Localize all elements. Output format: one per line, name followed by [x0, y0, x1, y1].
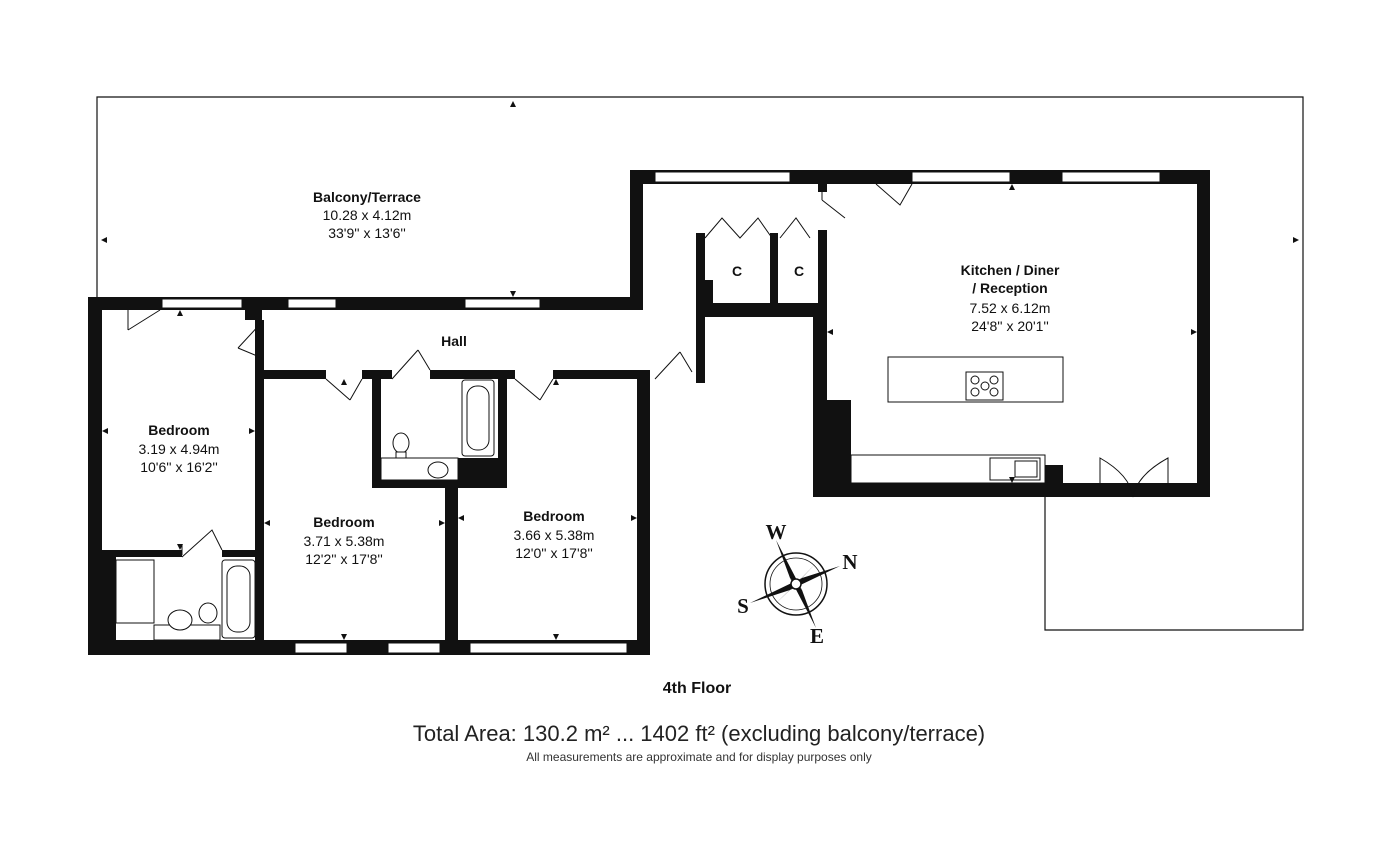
dimension-arrows — [101, 101, 1299, 640]
balcony-name: Balcony/Terrace — [313, 189, 421, 205]
total-area: Total Area: 130.2 m² ... 1402 ft² (exclu… — [413, 721, 985, 746]
floor-label: 4th Floor — [663, 680, 731, 697]
bedroom1-imperial: 10'6'' x 16'2'' — [140, 459, 218, 475]
cupboard-label-2: C — [794, 263, 804, 279]
cupboard-label-1: C — [732, 263, 742, 279]
windows — [161, 171, 1161, 654]
kitchen-metric: 7.52 x 6.12m — [970, 300, 1051, 316]
balcony-outline — [96, 96, 1304, 631]
bedroom1-metric: 3.19 x 4.94m — [139, 441, 220, 457]
room-label-kitchen: Kitchen / Diner / Reception 7.52 x 6.12m… — [961, 262, 1060, 334]
room-label-bedroom-1: Bedroom 3.19 x 4.94m 10'6'' x 16'2'' — [139, 422, 220, 475]
compass-rose-icon: W N S E — [737, 520, 857, 648]
bedroom3-imperial: 12'0'' x 17'8'' — [515, 545, 593, 561]
kitchen-name-line2: / Reception — [972, 280, 1047, 296]
compass-n: N — [842, 550, 857, 574]
bedroom1-name: Bedroom — [148, 422, 209, 438]
disclaimer: All measurements are approximate and for… — [526, 750, 872, 764]
balcony-metric: 10.28 x 4.12m — [323, 207, 412, 223]
bedroom3-name: Bedroom — [523, 508, 584, 524]
compass-s: S — [737, 594, 749, 618]
bedroom2-name: Bedroom — [313, 514, 374, 530]
hall-label: Hall — [441, 333, 467, 349]
bedroom3-metric: 3.66 x 5.38m — [514, 527, 595, 543]
doors — [127, 183, 1169, 558]
fixtures — [102, 356, 1064, 642]
bedroom2-imperial: 12'2'' x 17'8'' — [305, 551, 383, 567]
room-label-bedroom-3: Bedroom 3.66 x 5.38m 12'0'' x 17'8'' — [514, 508, 595, 561]
kitchen-imperial: 24'8'' x 20'1'' — [971, 318, 1049, 334]
interior-walls — [102, 180, 1063, 640]
room-label-balcony: Balcony/Terrace 10.28 x 4.12m 33'9'' x 1… — [313, 189, 421, 241]
compass-e: E — [810, 624, 824, 648]
compass-w: W — [766, 520, 787, 544]
bedroom2-metric: 3.71 x 5.38m — [304, 533, 385, 549]
balcony-imperial: 33'9'' x 13'6'' — [328, 225, 406, 241]
room-label-bedroom-2: Bedroom 3.71 x 5.38m 12'2'' x 17'8'' — [304, 514, 385, 567]
kitchen-name-line1: Kitchen / Diner — [961, 262, 1060, 278]
